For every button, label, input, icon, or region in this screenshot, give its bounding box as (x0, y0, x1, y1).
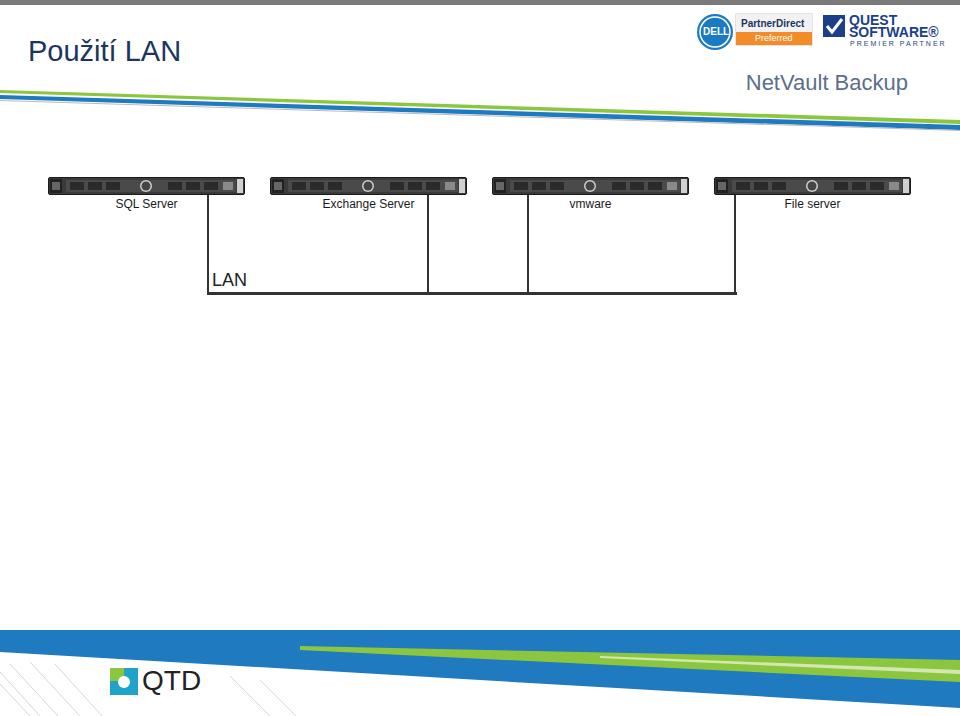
network-cable (207, 195, 209, 293)
slide-title: Použití LAN (28, 35, 181, 68)
server-picture (714, 177, 911, 195)
network-cable (427, 195, 429, 293)
network-cable (734, 195, 736, 293)
server-name: Exchange Server (270, 197, 467, 211)
server-unit: SQL Server (48, 177, 245, 195)
partner-badge-level: Preferred (755, 33, 793, 43)
server-unit: Exchange Server (270, 177, 467, 195)
partner-badge-text: PartnerDirect (741, 18, 804, 29)
server-name: SQL Server (48, 197, 245, 211)
subtitle: NetVault Backup (746, 70, 908, 96)
partner-level: PREMIER PARTNER (850, 40, 947, 47)
network-name: LAN (212, 270, 247, 291)
dell-logo-text: DELL (703, 26, 729, 37)
server-picture (492, 177, 689, 195)
server-picture (48, 177, 245, 195)
company-logo-text: QTD (142, 665, 201, 697)
server-unit: vmware (492, 177, 689, 195)
quest-logo-text: SOFTWARE® (849, 24, 939, 40)
network-cable (527, 195, 529, 293)
server-name: File server (714, 197, 911, 211)
server-picture (270, 177, 467, 195)
lan-bus: LAN (207, 292, 737, 295)
server-name: vmware (492, 197, 689, 211)
server-unit: File server (714, 177, 911, 195)
